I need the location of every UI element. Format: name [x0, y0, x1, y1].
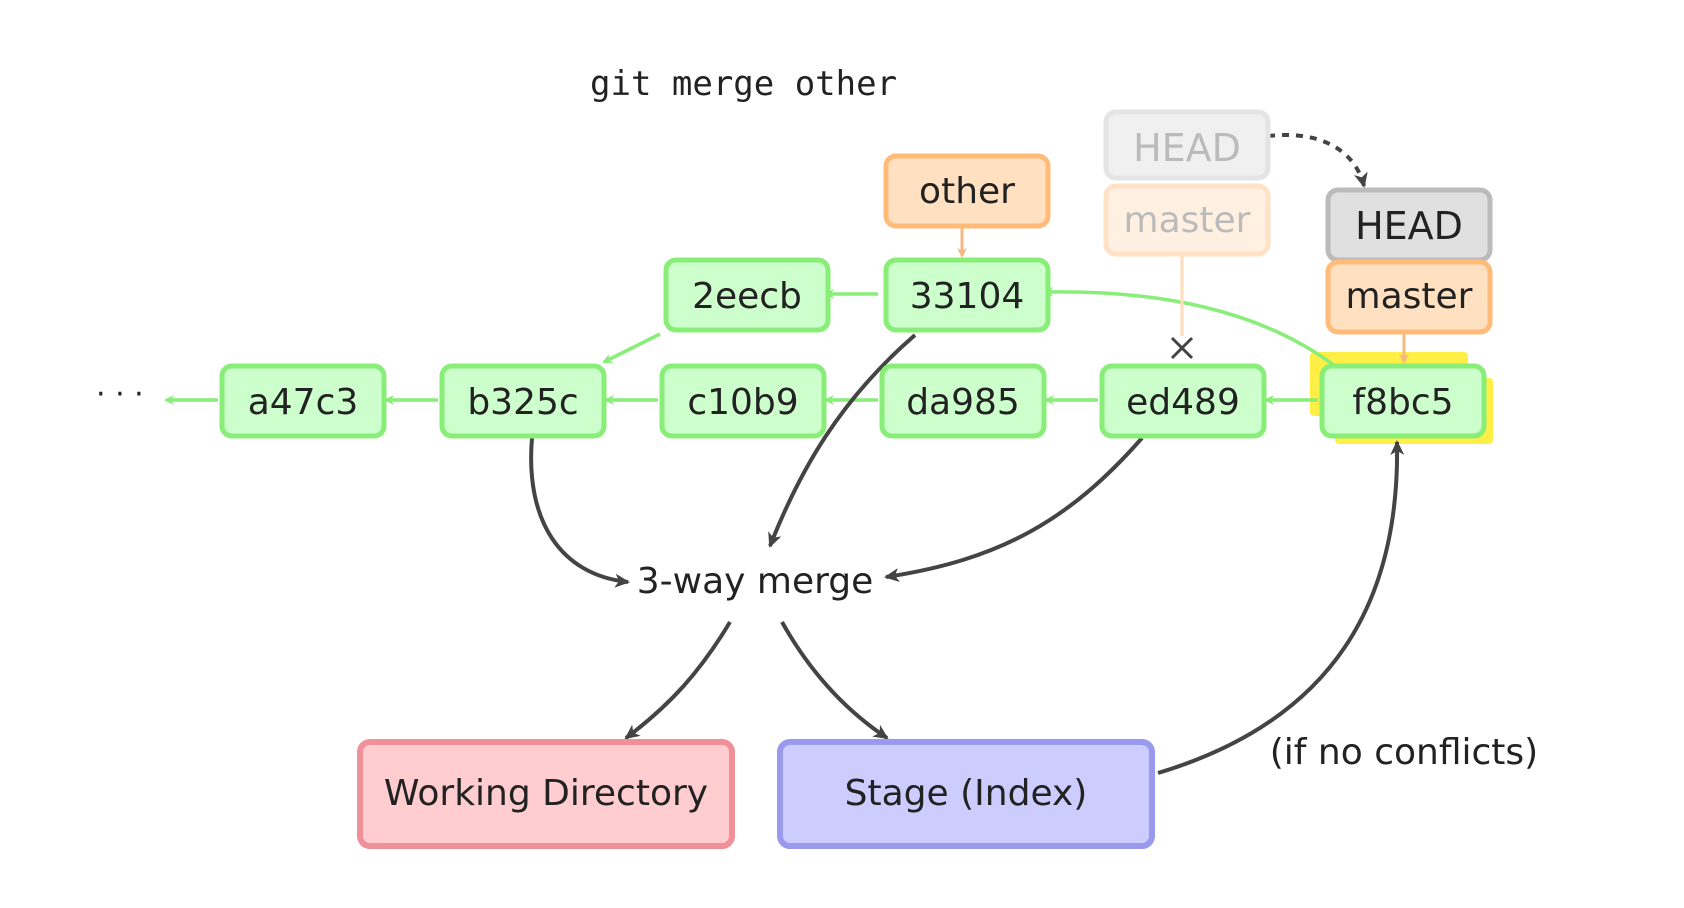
old-head-label: HEAD: [1133, 126, 1241, 170]
master-ref: master: [1325, 259, 1493, 335]
commit-c10b9: c10b9: [659, 363, 827, 439]
old-master-label: master: [1124, 200, 1251, 241]
master-label: master: [1346, 276, 1473, 317]
merge-arrows: [529, 333, 1405, 775]
commit-a47c3: a47c3: [219, 363, 387, 439]
arrow-ed489-merge: [884, 436, 1144, 583]
old-master-ref: master: [1103, 183, 1271, 257]
commit-c10b9-label: c10b9: [687, 382, 798, 423]
arrow-b325c-merge: [529, 437, 630, 588]
commit-f8bc5: f8bc5: [1319, 363, 1487, 439]
commit-2eecb: 2eecb: [663, 257, 831, 333]
arrow-f8bc5-33104: [1043, 286, 1337, 368]
stage-index-box: Stage (Index): [777, 739, 1155, 849]
commit-da985: da985: [879, 363, 1047, 439]
commit-b325c: b325c: [439, 363, 607, 439]
working-directory-box: Working Directory: [357, 739, 735, 849]
commit-33104-label: 33104: [910, 276, 1025, 317]
commit-33104: 33104: [883, 257, 1051, 333]
no-conflicts-note: (if no conflicts): [1270, 732, 1538, 773]
cross-mark: [1170, 336, 1194, 360]
commit-f8bc5-label: f8bc5: [1352, 382, 1453, 423]
arrow-merge-wd: [624, 620, 732, 740]
working-directory-label: Working Directory: [384, 773, 708, 814]
ellipsis: · · ·: [96, 377, 144, 412]
stage-index-label: Stage (Index): [845, 773, 1088, 814]
merge-label: 3-way merge: [637, 561, 874, 602]
arrow-2eecb-b325c: [602, 332, 661, 364]
arrow-merge-stage: [780, 621, 889, 740]
commit-b325c-label: b325c: [467, 382, 578, 423]
command-label: git merge other: [590, 64, 897, 104]
commit-a47c3-label: a47c3: [248, 382, 359, 423]
head-ref: HEAD: [1325, 187, 1493, 263]
other-branch-label: other: [919, 171, 1015, 212]
head-move-arrow: [1267, 133, 1368, 188]
parent-arrows: [164, 286, 1337, 405]
commit-da985-label: da985: [906, 382, 1020, 423]
arrow-33104-merge: [768, 333, 917, 548]
head-label: HEAD: [1355, 204, 1463, 248]
old-head-ref: HEAD: [1103, 109, 1271, 181]
commit-2eecb-label: 2eecb: [692, 276, 802, 317]
commit-ed489-label: ed489: [1126, 382, 1240, 423]
commit-ed489: ed489: [1099, 363, 1267, 439]
other-branch-ref: other: [883, 153, 1051, 229]
arrow-stage-f8bc5: [1157, 440, 1405, 775]
